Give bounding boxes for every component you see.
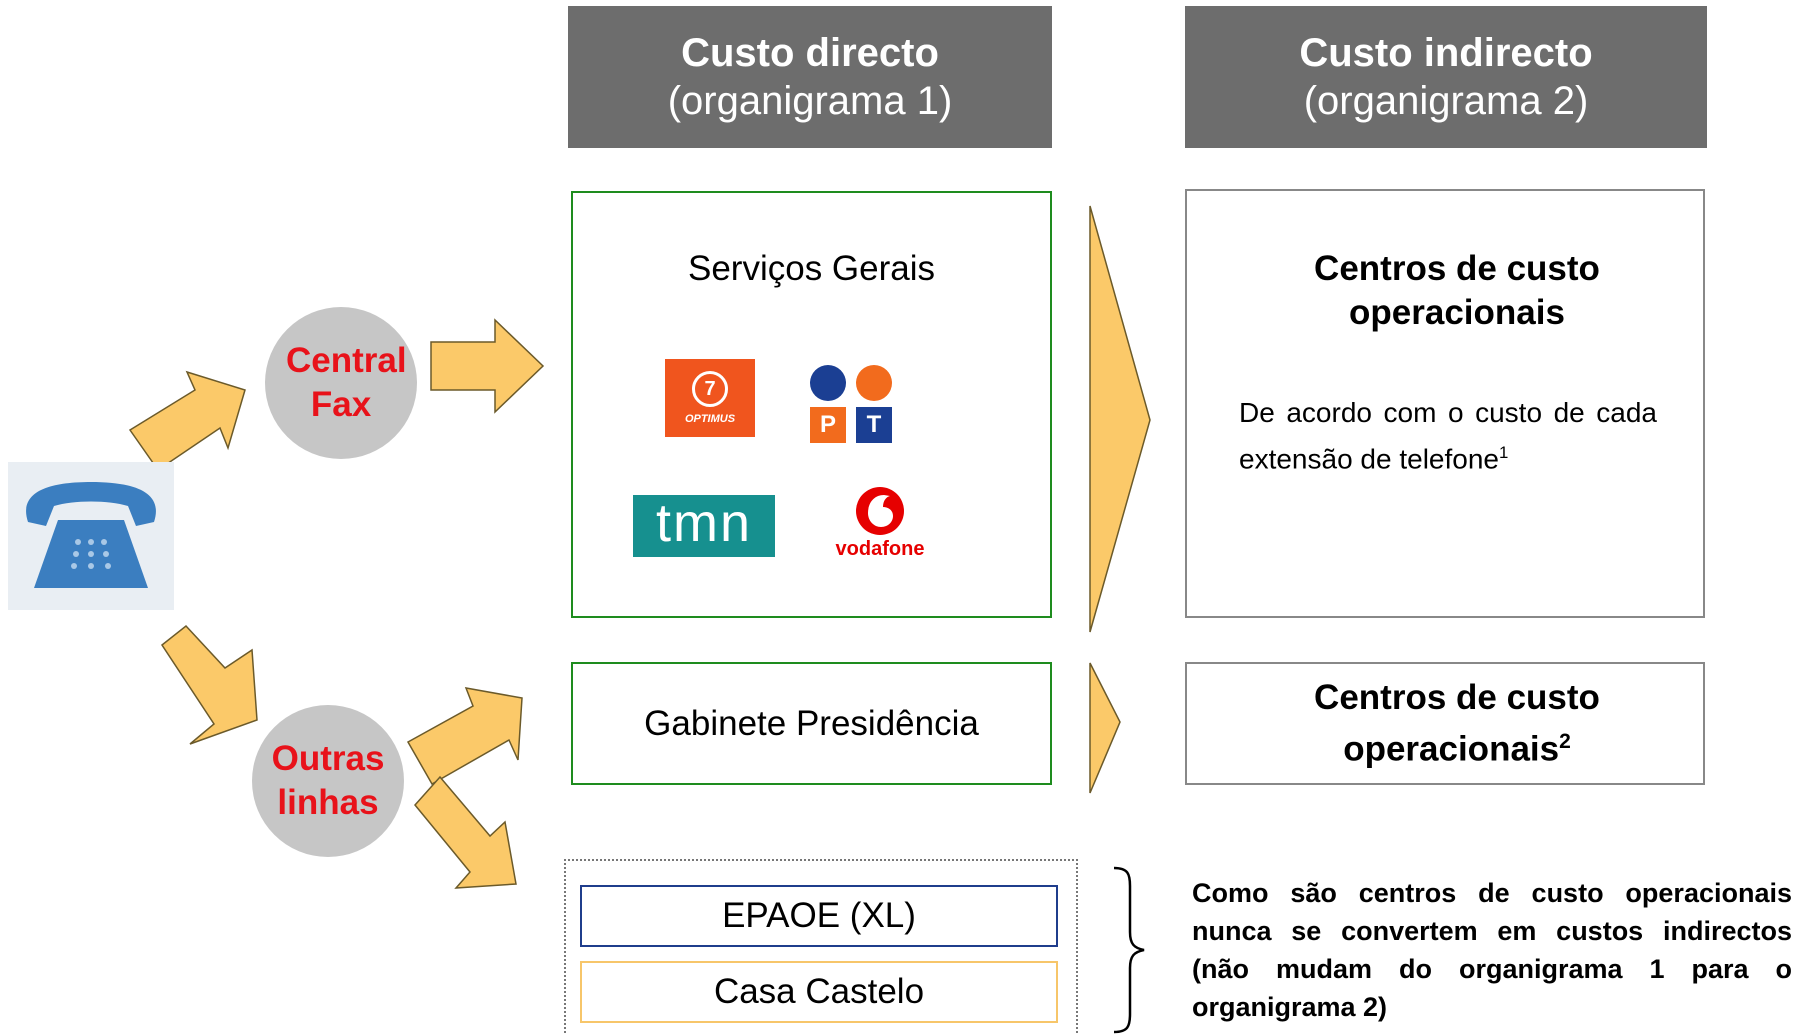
central-fax-label: Central Fax <box>286 341 407 424</box>
custo-indirecto-header: Custo indirecto (organigrama 2) <box>1185 6 1707 148</box>
casa-castelo-label: Casa Castelo <box>713 972 925 1011</box>
arrow-outras-to-epaoe <box>414 775 517 889</box>
custo-indirecto-title: Custo indirecto <box>1299 31 1593 75</box>
telephone-icon <box>8 462 174 610</box>
optimus-wordmark: OPTIMUS <box>684 413 736 425</box>
pt-orange-dot-icon <box>856 365 892 401</box>
centros-custo-2-title-text: Centros de custo operacionais <box>1314 678 1600 769</box>
custo-directo-subtitle: (organigrama 1) <box>667 79 953 123</box>
central-fax-node: Central Fax <box>265 307 417 459</box>
chevron-gabinete <box>1089 662 1121 794</box>
custo-indirecto-subtitle: (organigrama 2) <box>1303 79 1589 123</box>
pt-p-block: P <box>810 407 846 443</box>
pt-blue-dot-icon <box>810 365 846 401</box>
pt-t-block: T <box>856 407 892 443</box>
centros-custo-2-title: Centros de custo operacionais2 <box>1277 676 1637 772</box>
vodafone-speechmark-icon <box>856 487 904 535</box>
outras-linhas-node: Outras linhas <box>252 705 404 857</box>
pt-logo: P T <box>806 365 898 445</box>
footnote-1: 1 <box>1498 443 1509 462</box>
arrow-central-to-servicos <box>430 318 545 414</box>
other-lines-group: EPAOE (XL) Casa Castelo <box>564 859 1078 1033</box>
gabinete-presidencia-box: Gabinete Presidência <box>571 662 1052 785</box>
optimus-logo: 7 OPTIMUS <box>665 359 755 437</box>
tmn-logo: tmn <box>633 495 775 557</box>
casa-castelo-box: Casa Castelo <box>580 961 1058 1023</box>
servicos-gerais-box: Serviços Gerais 7 OPTIMUS P T tmn vodafo… <box>571 191 1052 618</box>
arrow-phone-to-central <box>128 370 246 472</box>
centros-custo-description: De acordo com o custo de cada extensão d… <box>1239 393 1657 479</box>
servicos-gerais-label: Serviços Gerais <box>687 249 936 288</box>
curly-brace-icon <box>1113 866 1145 1034</box>
chevron-servicos <box>1089 205 1151 633</box>
centros-custo-title: Centros de custo operacionais <box>1314 249 1600 332</box>
gabinete-presidencia-label: Gabinete Presidência <box>644 703 979 743</box>
custo-directo-header: Custo directo (organigrama 1) <box>568 6 1052 148</box>
centros-custo-box-2: Centros de custo operacionais2 <box>1185 662 1705 785</box>
operational-centres-note: Como são centros de custo operacionais n… <box>1192 878 1792 1022</box>
epaoe-label: EPAOE (XL) <box>722 896 916 935</box>
outras-linhas-label: Outras linhas <box>271 739 385 822</box>
centros-custo-description-text: De acordo com o custo de cada extensão d… <box>1239 397 1657 475</box>
vodafone-logo: vodafone <box>815 485 945 565</box>
footnote-2: 2 <box>1559 730 1571 753</box>
arrow-phone-to-outras <box>160 624 258 745</box>
vodafone-wordmark: vodafone <box>835 538 925 560</box>
arrow-outras-to-gabinete <box>406 687 523 786</box>
custo-directo-title: Custo directo <box>681 31 939 75</box>
centros-custo-box: Centros de custo operacionais De acordo … <box>1185 189 1705 618</box>
epaoe-box: EPAOE (XL) <box>580 885 1058 947</box>
optimus-mark-icon: 7 <box>692 371 728 407</box>
